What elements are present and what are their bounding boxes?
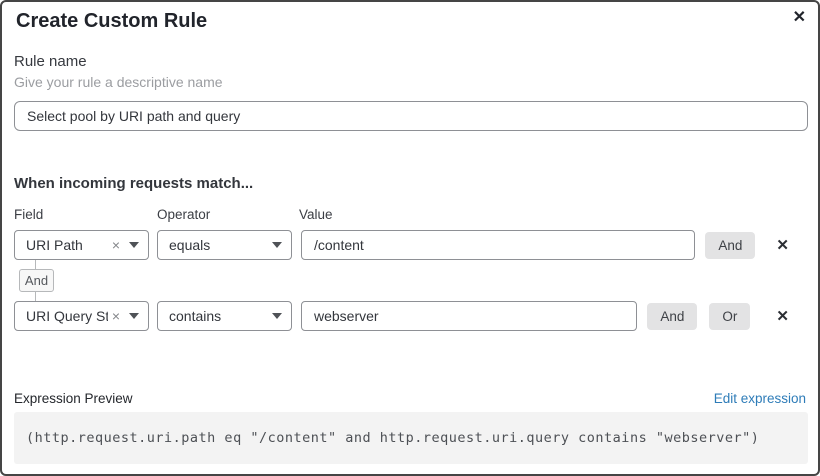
operator-column-label: Operator xyxy=(157,207,211,222)
delete-row-icon[interactable]: ✕ xyxy=(776,307,789,325)
field-column-label: Field xyxy=(14,207,44,222)
chevron-down-icon xyxy=(129,313,139,319)
rule-name-input[interactable] xyxy=(14,101,808,131)
field-select[interactable]: URI Query St... × xyxy=(14,301,149,331)
connector-line xyxy=(35,260,36,270)
field-select-value: URI Path xyxy=(26,237,83,253)
and-connector-badge: And xyxy=(19,269,54,292)
field-select[interactable]: URI Path × xyxy=(14,230,149,260)
match-heading: When incoming requests match... xyxy=(14,175,254,192)
operator-select[interactable]: equals xyxy=(157,230,292,260)
operator-select[interactable]: contains xyxy=(157,301,292,331)
expression-code-block: (http.request.uri.path eq "/content" and… xyxy=(14,412,808,464)
rule-name-label: Rule name xyxy=(14,53,87,70)
chevron-down-icon xyxy=(129,242,139,248)
value-input[interactable] xyxy=(301,230,696,260)
chevron-down-icon xyxy=(272,242,282,248)
condition-row: URI Query St... × contains And Or ✕ xyxy=(14,301,808,331)
delete-row-icon[interactable]: ✕ xyxy=(776,236,789,254)
field-select-value: URI Query St... xyxy=(26,308,108,324)
clear-icon[interactable]: × xyxy=(111,308,120,324)
add-and-button[interactable]: And xyxy=(647,302,698,330)
add-and-button[interactable]: And xyxy=(705,231,756,259)
operator-select-value: contains xyxy=(169,308,222,324)
add-or-button[interactable]: Or xyxy=(709,302,751,330)
rule-name-helper: Give your rule a descriptive name xyxy=(14,74,223,90)
connector-line xyxy=(35,292,36,301)
expression-preview-label: Expression Preview xyxy=(14,391,133,406)
close-icon[interactable]: ✕ xyxy=(792,9,806,26)
edit-expression-link[interactable]: Edit expression xyxy=(713,391,806,406)
condition-row: URI Path × equals And ✕ xyxy=(14,230,808,260)
value-column-label: Value xyxy=(299,207,333,222)
clear-icon[interactable]: × xyxy=(111,237,120,253)
value-input[interactable] xyxy=(301,301,638,331)
chevron-down-icon xyxy=(272,313,282,319)
operator-select-value: equals xyxy=(169,237,211,253)
page-title: Create Custom Rule xyxy=(16,10,208,32)
